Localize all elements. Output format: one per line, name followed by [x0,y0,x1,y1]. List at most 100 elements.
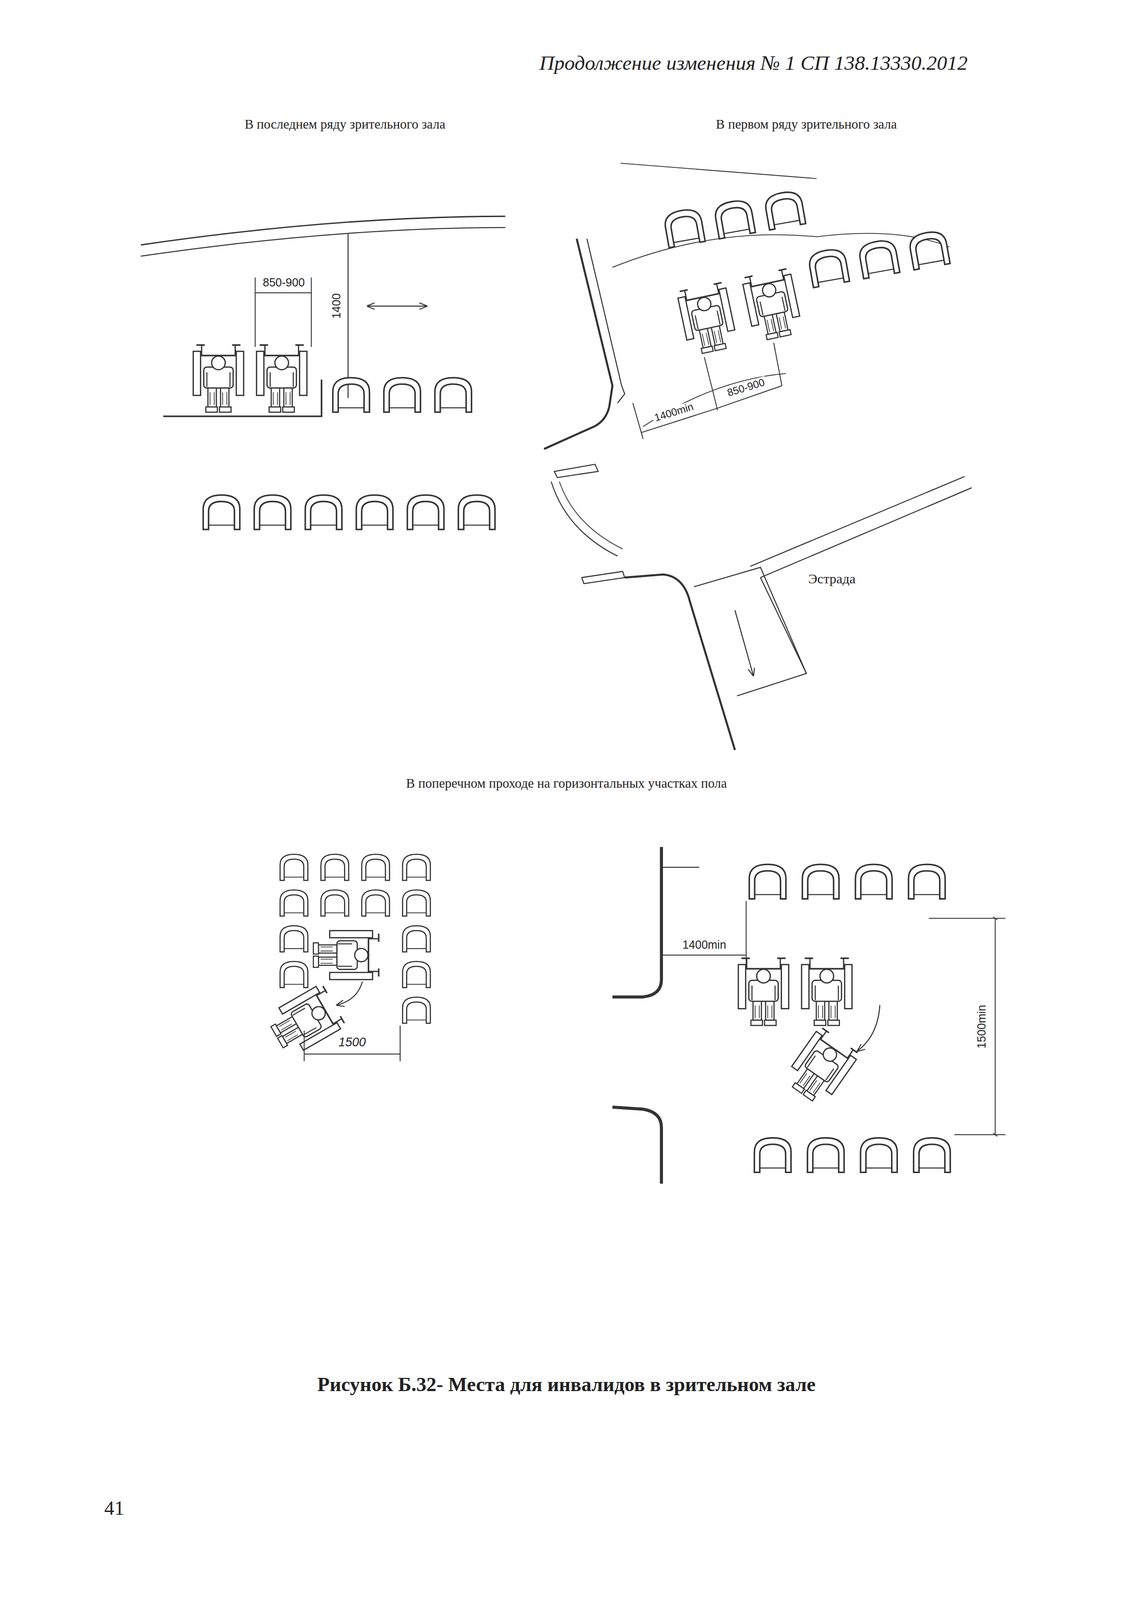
cross-aisle-plan-2-part [749,864,786,900]
first-row-plan-part [586,239,625,404]
cross-aisle-plan-2-part [801,958,852,1026]
last-row-plan-part [193,344,244,413]
last-row-plan-part [383,377,421,413]
first-row-plan-part-part [807,247,850,288]
last-row-plan-part [367,305,427,307]
first-row-plan-part [760,487,972,578]
last-row-plan-part [347,233,349,398]
cross-aisle-plan-2 [612,847,1006,1185]
cross-aisle-plan-1-part [280,854,308,881]
last-row-plan-part [332,377,370,413]
cross-aisle-plan-2-part [855,864,893,900]
first-row-plan-part [554,464,599,478]
last-row-plan-part [254,495,291,530]
cross-aisle-plan-1-part [361,854,390,881]
first-row-plan [543,163,972,751]
first-row-plan-part [676,268,804,357]
cross-aisle-plan-2-part [860,1138,898,1174]
first-row-plan-part-part [662,207,705,248]
last-row-plan-part [140,227,506,257]
view-title: В поперечном проходе на горизонтальных у… [406,776,727,792]
cross-aisle-plan-1-part-part [264,983,346,1059]
page-number: 41 [104,1497,125,1520]
cross-aisle-plan-2-part [612,847,662,998]
running-header: Продолжение изменения № 1 СП 138.13330.2… [539,52,968,75]
cross-aisle-plan-1-part [402,890,431,917]
cross-aisle-plan-2-part-part [782,1026,861,1109]
cross-aisle-plan-2-part [954,1134,1006,1136]
cross-aisle-plan-1-part [361,890,390,917]
cross-aisle-plan-2-part [802,864,840,900]
cross-aisle-plan-1-part [336,981,363,1006]
first-row-plan-part [750,476,965,567]
cross-aisle-plan-1-part [399,1025,401,1062]
first-row-plan-part [662,189,806,248]
last-row-plan-part [356,495,393,530]
cross-aisle-plan-2-part [913,1138,950,1174]
first-row-plan-part [559,481,623,550]
cross-aisle-plan-1 [264,854,431,1062]
last-row-plan [140,216,506,530]
cross-aisle-plan-1-part [402,926,431,953]
cross-aisle-plan-2-part [612,1107,662,1185]
last-row-plan-part [305,495,342,530]
dimension-label: 1400 [330,291,344,321]
first-row-plan-part [735,610,754,676]
last-row-plan-part [434,377,472,413]
first-row-plan-part [807,229,951,288]
first-row-plan-part [773,343,783,387]
cross-aisle-plan-2-part [908,864,945,900]
cross-aisle-plan-2-part [661,954,747,956]
last-row-plan-part [458,495,496,530]
last-row-plan-part [407,495,444,530]
cross-aisle-plan-1-part-part [313,930,379,980]
first-row-plan-part [642,373,786,427]
first-row-plan-part [543,239,613,450]
first-row-plan-part [704,357,718,411]
cross-aisle-plan-2-part [738,958,789,1026]
view-title: В первом ряду зрительного зала [715,117,897,132]
cross-aisle-plan-1-part [402,961,431,988]
first-row-plan-part [581,571,625,585]
first-row-plan-part-part [857,238,900,279]
dimension-label: 1500 [336,1036,368,1051]
cross-aisle-plan-2-part [928,918,1006,920]
figure-caption: Рисунок Б.32- Места для инвалидов в зрит… [317,1374,816,1397]
last-row-plan-part [203,495,240,530]
cross-aisle-plan-2-part [661,867,700,869]
cross-aisle-plan-2-part [807,1138,845,1174]
first-row-plan-part [760,577,807,674]
first-row-plan-part [693,567,807,697]
cross-aisle-plan-1-part [280,890,308,917]
cross-aisle-plan-1-part [313,930,379,980]
view-title: В последнем ряду зрительного зала [244,117,446,132]
first-row-plan-part-part [741,268,804,343]
first-row-plan-part-part [676,281,739,356]
first-row-plan-part [632,403,643,439]
first-row-plan-part [620,163,817,179]
stage-label: Эстрада [808,571,856,587]
first-row-plan-part [624,574,736,751]
dimension-label: 1400min [651,400,697,425]
dimension-label: 850-900 [724,376,768,400]
first-row-plan-part-part [713,198,756,239]
cross-aisle-plan-1-part [304,1053,401,1055]
cross-aisle-plan-2-part [754,1138,791,1174]
cross-aisle-plan-2-part [782,1026,861,1109]
cross-aisle-plan-1-part [303,1031,305,1062]
first-row-plan-part [551,481,618,557]
cross-aisle-plan-1-part [264,983,346,1059]
dimension-label: 1500min [975,1003,989,1051]
last-row-plan-part [254,277,256,348]
cross-aisle-plan-1-part [320,854,349,881]
cross-aisle-plan-1-part [320,890,349,917]
last-row-plan-part [140,216,506,246]
cross-aisle-plan-1-part [402,997,431,1024]
cross-aisle-plan-1-part [280,961,308,988]
cross-aisle-plan-2-part [857,1005,880,1052]
dimension-label: 850-900 [260,276,307,290]
cross-aisle-plan-2-part [994,918,996,1136]
last-row-plan-part [256,344,307,413]
